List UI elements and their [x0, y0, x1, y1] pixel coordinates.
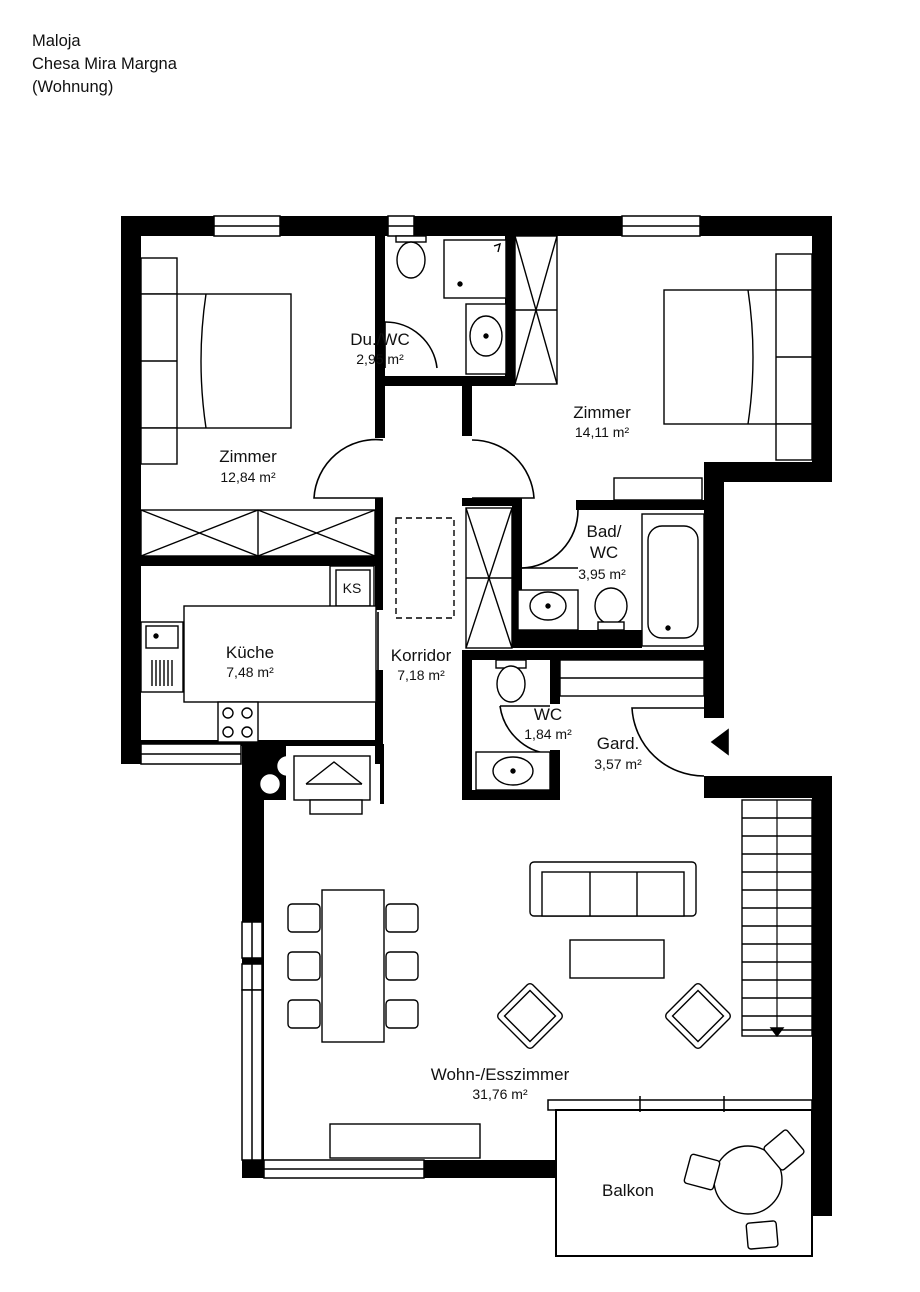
wardrobe-left: [140, 509, 376, 557]
wc-fixtures: [475, 659, 551, 791]
room-name-kueche: Küche: [226, 643, 274, 662]
header-building: Chesa Mira Margna: [32, 55, 177, 73]
shower-toilet-fixtures: [395, 235, 507, 375]
kitchen-fixtures: [140, 565, 377, 743]
room-area-zimmer-right: 14,11 m²: [575, 424, 630, 440]
sofa: [529, 861, 697, 917]
room-name-du-wc: Du./WC: [350, 330, 410, 349]
bed-right: [663, 253, 813, 461]
entrance-arrow-icon: [710, 728, 729, 756]
plan-header: Maloja Chesa Mira Margna (Wohnung): [32, 30, 177, 99]
room-area-gard: 3,57 m²: [594, 756, 642, 772]
room-name-zimmer-right: Zimmer: [573, 403, 631, 422]
fridge-label: KS: [343, 580, 362, 596]
furniture: [140, 235, 813, 1250]
garderobe-shelf: [559, 659, 705, 697]
room-name-korridor: Korridor: [391, 646, 452, 665]
header-location: Maloja: [32, 32, 81, 50]
room-name-gard: Gard.: [597, 734, 640, 753]
fireplace: [260, 755, 371, 815]
sideboard: [329, 1123, 481, 1159]
room-area-kueche: 7,48 m²: [226, 664, 274, 680]
wardrobe-top-right: [514, 235, 558, 385]
room-name-wc: WC: [534, 705, 562, 724]
room-area-wohn: 31,76 m²: [472, 1086, 528, 1102]
header-unit-type: (Wohnung): [32, 78, 114, 96]
corridor-rug: [395, 517, 455, 619]
bed-left: [140, 257, 292, 465]
shelf-right: [613, 477, 703, 501]
room-name-zimmer-left: Zimmer: [219, 447, 277, 466]
room-area-korridor: 7,18 m²: [397, 667, 445, 683]
armchair-left: [497, 983, 563, 1049]
windows: [140, 215, 813, 1179]
room-area-zimmer-left: 12,84 m²: [220, 469, 276, 485]
balcony: [555, 1109, 813, 1257]
balcony-furniture: [683, 1129, 805, 1250]
room-area-du-wc: 2,95 m²: [356, 351, 404, 367]
room-area-wc: 1,84 m²: [524, 726, 572, 742]
corridor-wardrobe: [465, 507, 513, 649]
staircase: [741, 799, 813, 1038]
bathroom-fixtures: [517, 513, 705, 647]
room-area-bad-wc: 3,95 m²: [578, 566, 626, 582]
dining-set: [287, 889, 419, 1043]
room-name-bad-line1: Bad/: [587, 522, 622, 541]
room-name-bad-line2: WC: [590, 543, 618, 562]
armchair-right: [665, 983, 731, 1049]
room-name-wohn: Wohn-/Esszimmer: [431, 1065, 570, 1084]
coffee-table: [569, 939, 665, 979]
room-name-balkon: Balkon: [602, 1181, 654, 1200]
room-labels: KS Du./WC 2,95 m² Zimmer 12,84 m² Zimmer…: [219, 330, 654, 1200]
